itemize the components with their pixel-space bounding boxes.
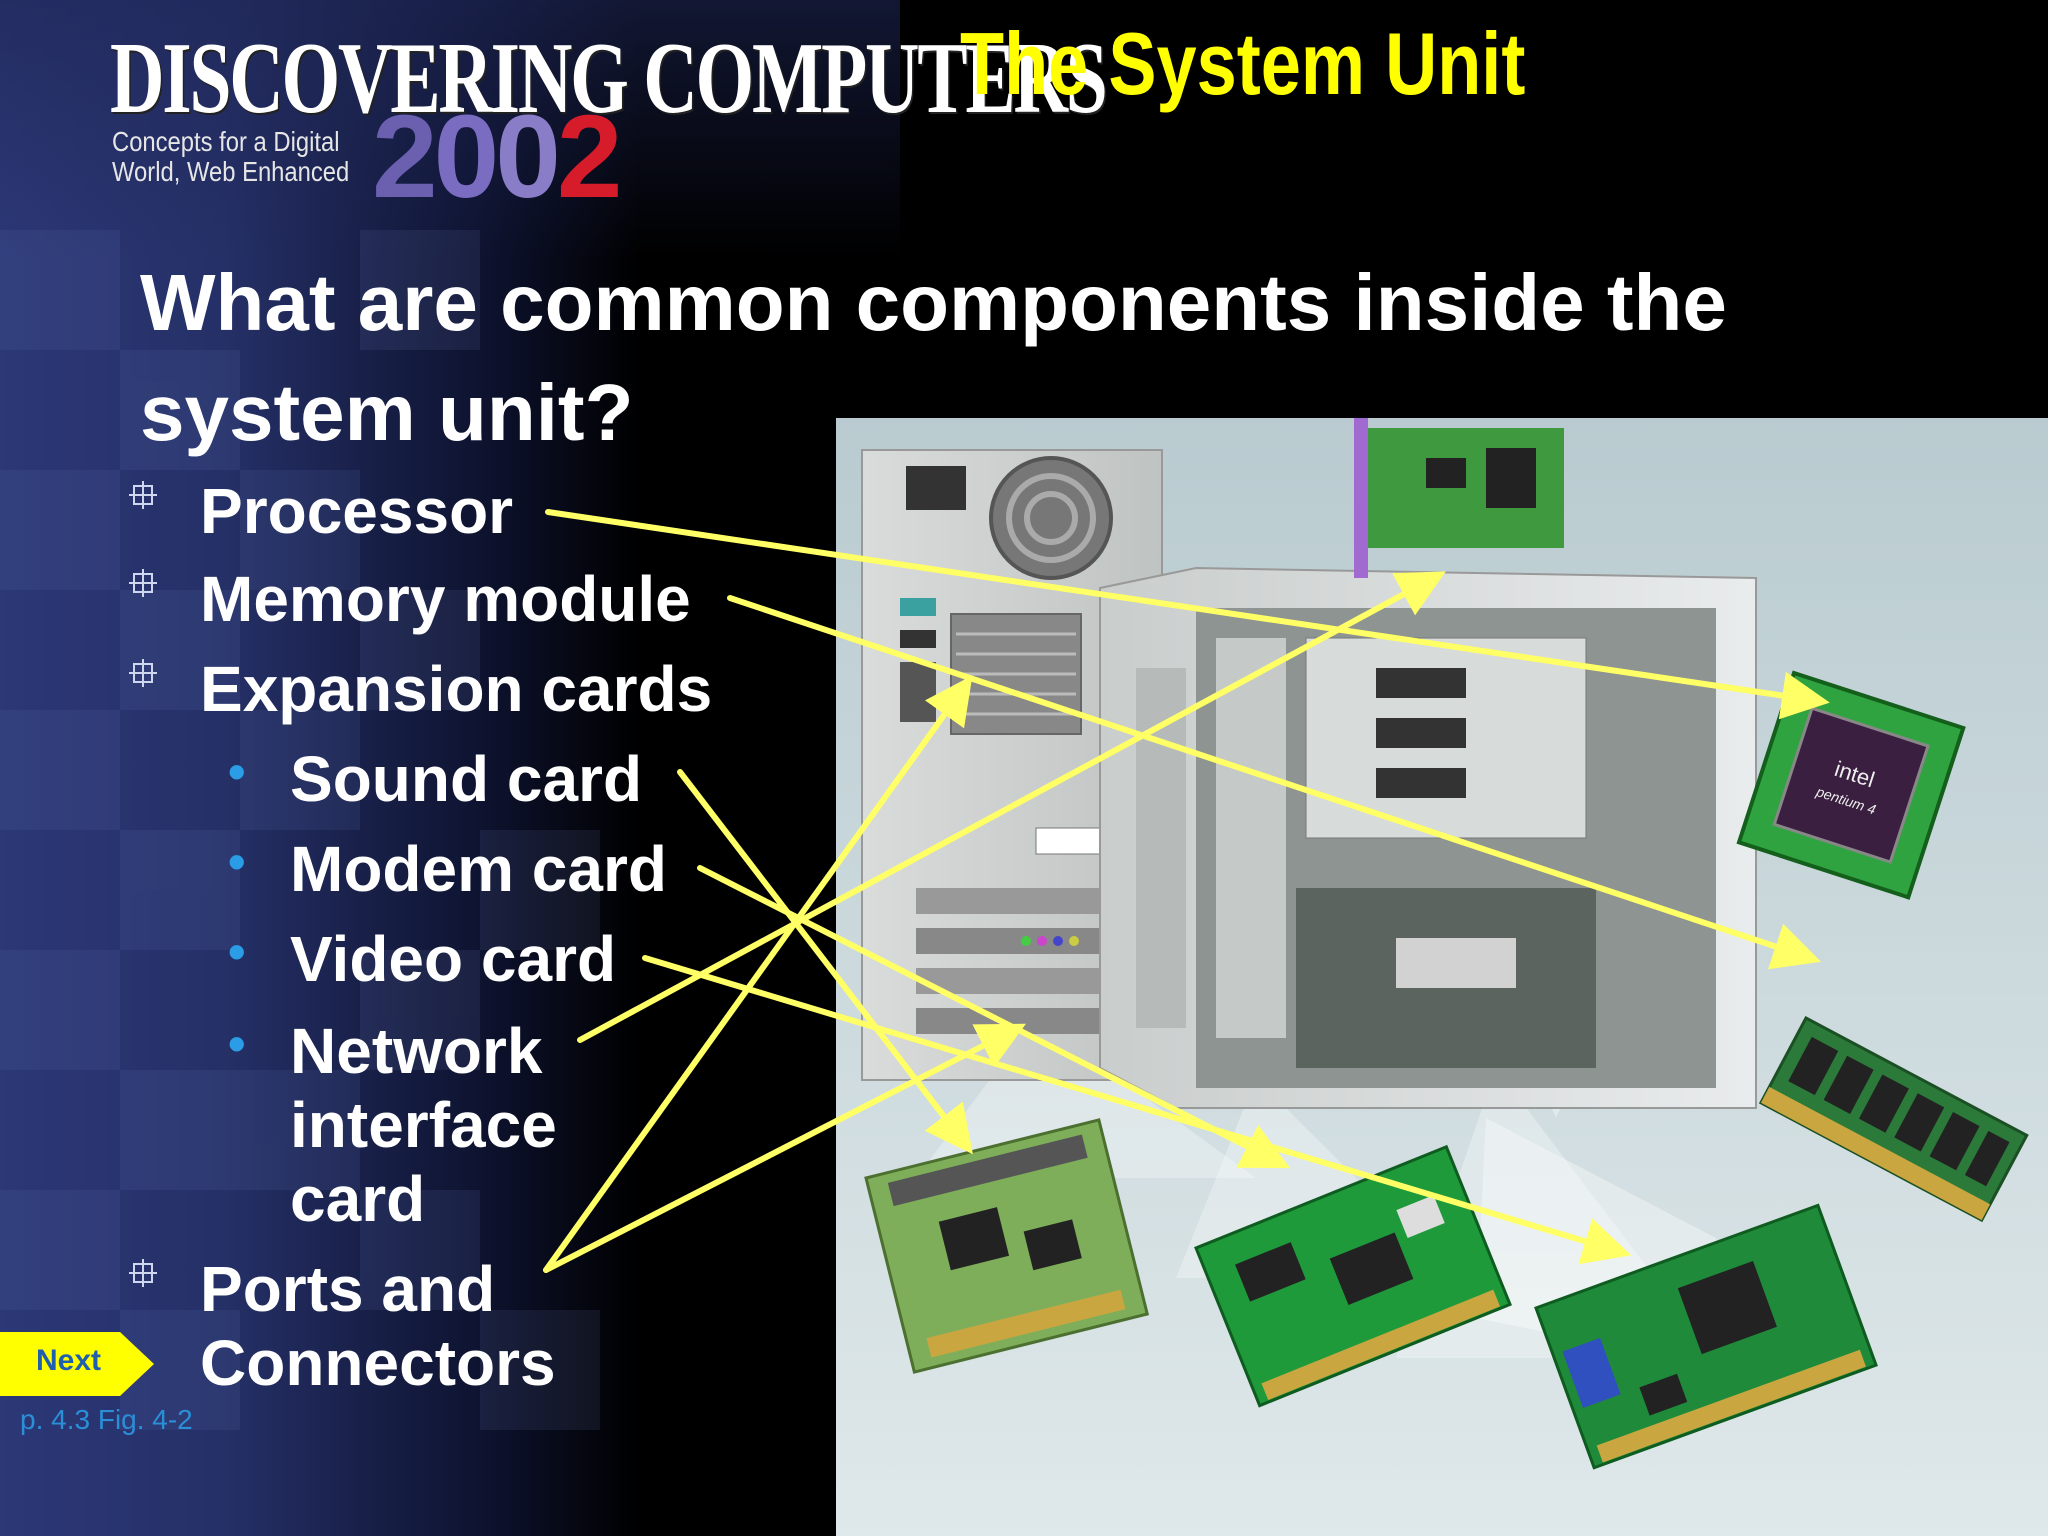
bullet-marker-icon: [129, 481, 157, 509]
bullet-label: Expansion cards: [200, 653, 713, 725]
system-unit-photo: intel pentium 4: [836, 418, 2048, 1536]
sub-bullet-dot-icon: •: [228, 1016, 246, 1072]
chapter-title: The System Unit: [960, 14, 1526, 113]
book-subtitle-line1: Concepts for a Digital: [112, 126, 340, 157]
bullet-marker-icon: [129, 659, 157, 687]
next-button[interactable]: Next: [0, 1332, 156, 1396]
sub-bullet-label: Sound card: [290, 743, 643, 815]
book-year-digit: 2: [372, 91, 438, 223]
sub-bullet-label: interface: [290, 1089, 557, 1161]
page-reference: p. 4.3 Fig. 4-2: [20, 1404, 193, 1435]
slide-question: What are common components inside the sy…: [140, 258, 1727, 457]
book-year-digit: 0: [495, 91, 561, 223]
book-year: 2002: [372, 91, 623, 223]
next-arrow-icon: [0, 1332, 154, 1396]
book-subtitle-line2: World, Web Enhanced: [112, 156, 350, 187]
book-year-digit: 2: [556, 91, 623, 223]
video-card: [1534, 1203, 1878, 1470]
next-label: Next: [36, 1344, 102, 1377]
sub-bullet-dot-icon: •: [228, 744, 246, 800]
bullet-label: Processor: [200, 475, 514, 547]
sub-bullet-label: Network: [290, 1015, 543, 1087]
memory-module: [1758, 1015, 2029, 1223]
sub-bullet-label: Modem card: [290, 833, 667, 905]
bullet-label: Ports and: [200, 1253, 496, 1325]
sub-bullet-label: card: [290, 1163, 426, 1235]
bullet-marker-icon: [129, 1259, 157, 1287]
bullet-marker-icon: [129, 569, 157, 597]
book-title: DISCOVERING COMPUTERS: [110, 22, 1108, 135]
book-year-digit: 0: [433, 91, 500, 223]
bullet-label: Connectors: [200, 1327, 556, 1399]
sub-bullet-dot-icon: •: [228, 834, 246, 890]
sub-bullet-dot-icon: •: [228, 924, 246, 980]
bullet-label: Memory module: [200, 563, 691, 635]
sub-bullet-label: Video card: [290, 923, 617, 995]
